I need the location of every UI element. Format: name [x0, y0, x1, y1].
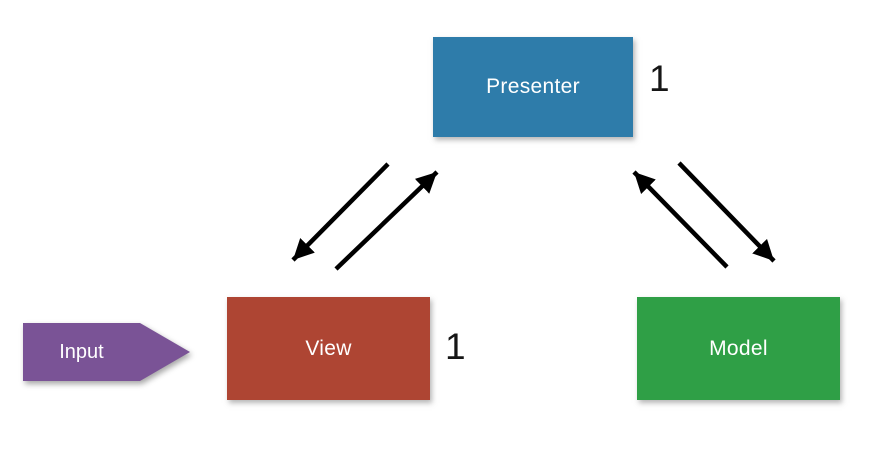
node-presenter-label: Presenter: [486, 75, 580, 98]
arrow-model-to-presenter: [632, 170, 729, 269]
node-view-label: View: [305, 336, 352, 360]
node-view: View: [227, 297, 430, 400]
input-label: Input: [59, 340, 104, 363]
arrow-presenter-to-view: [291, 162, 390, 262]
node-model-label: Model: [709, 336, 768, 360]
input-pointer-body: Input: [23, 323, 190, 381]
arrow-view-to-presenter: [334, 170, 439, 271]
input-pointer-shape: Input: [23, 323, 190, 381]
presenter-multiplicity-label: 1: [649, 58, 670, 99]
node-presenter: Presenter: [433, 37, 633, 137]
view-multiplicity-label: 1: [445, 326, 466, 367]
arrow-presenter-to-model: [677, 161, 776, 263]
node-model: Model: [637, 297, 840, 400]
